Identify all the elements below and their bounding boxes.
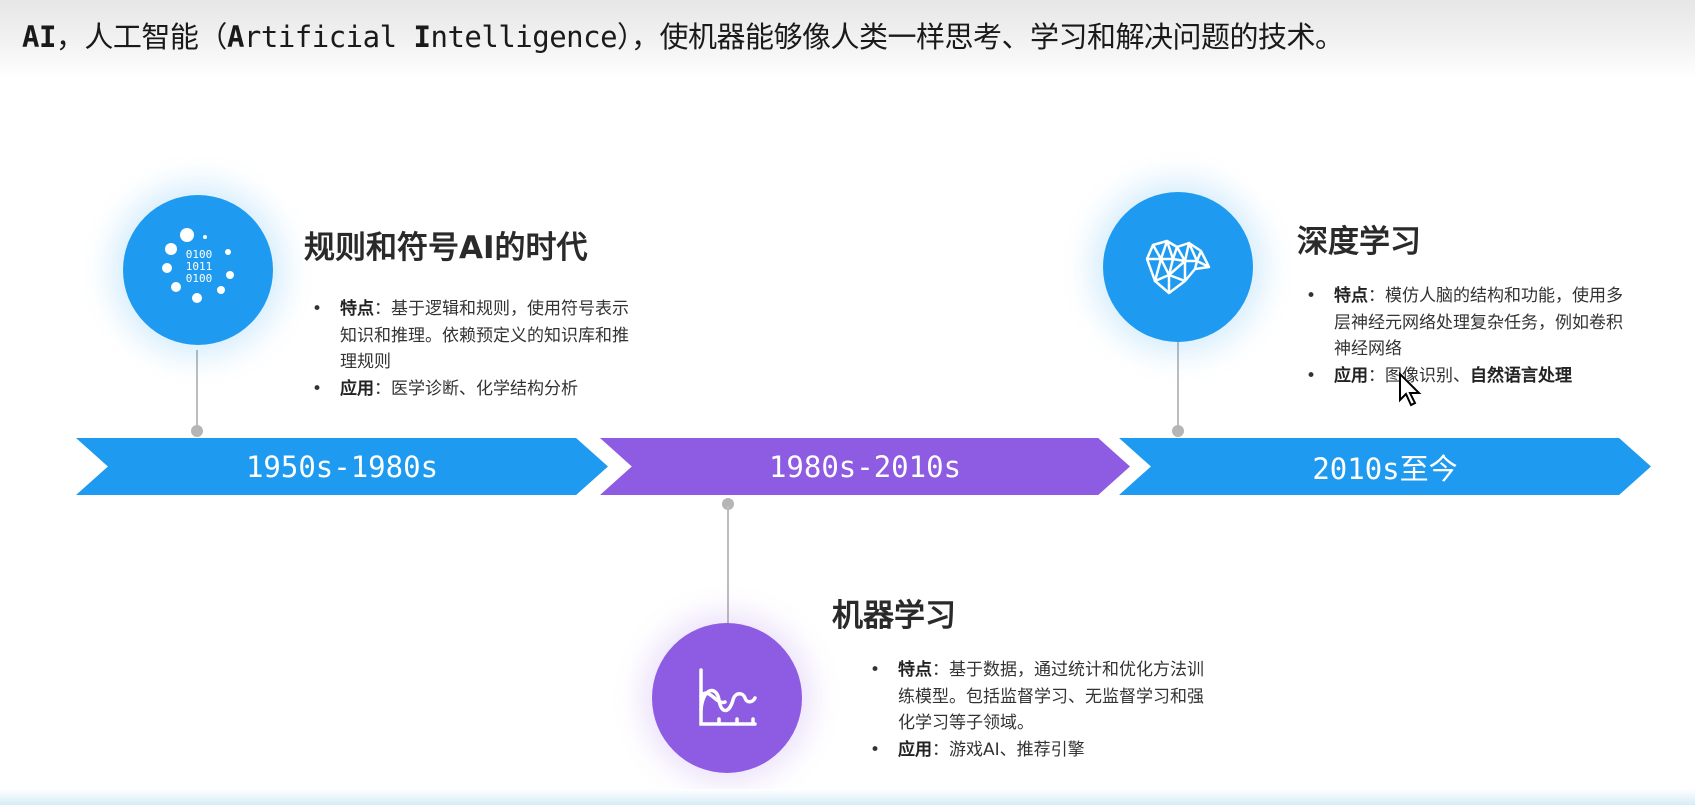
connector-line-1	[196, 350, 198, 430]
era-3-circle	[1103, 192, 1253, 342]
era-2-feature: 特点：基于数据，通过统计和优化方法训练模型。包括监督学习、无监督学习和强化学习等…	[870, 657, 1210, 737]
period-arrow-2: 1980s-2010s	[600, 438, 1130, 495]
brain-network-icon	[1145, 239, 1211, 295]
period-label: 1980s-2010s	[768, 449, 962, 484]
header-definition: AI，人工智能（Artificial Intelligence），使机器能够像人…	[22, 14, 1344, 56]
ai-abbr: AI	[22, 20, 56, 54]
era-3-details: 特点：模仿人脑的结构和功能，使用多层神经元网络处理复杂任务，例如卷积神经网络 应…	[1306, 283, 1626, 389]
era-2-circle	[652, 623, 802, 773]
app-label: 应用	[340, 378, 374, 399]
feature-label: 特点	[340, 299, 374, 319]
era-1-title: 规则和符号AI的时代	[304, 230, 588, 266]
mouse-cursor-icon	[1399, 372, 1422, 407]
app-text: ：图像识别、	[1368, 365, 1470, 386]
period-arrow-3: 2010s至今	[1119, 438, 1651, 495]
period-arrow-1: 1950s-1980s	[76, 438, 608, 495]
connector-line-3	[1177, 340, 1179, 430]
connector-dot-2	[722, 498, 734, 510]
app-label: 应用	[898, 739, 932, 760]
svg-text:0100: 0100	[186, 248, 213, 261]
connector-line-2	[727, 505, 729, 625]
era-1-details: 特点：基于逻辑和规则，使用符号表示知识和推理。依赖预定义的知识库和推理规则 应用…	[312, 296, 632, 402]
connector-dot-3	[1172, 425, 1184, 437]
era-1-circle: 0100 1011 0100	[123, 195, 273, 345]
era-2-application: 应用：游戏AI、推荐引擎	[870, 737, 1210, 764]
app-label: 应用	[1334, 365, 1368, 386]
era-3-application: 应用：图像识别、自然语言处理	[1306, 363, 1626, 390]
feature-text: ：基于数据，通过统计和优化方法训练模型。包括监督学习、无监督学习和强化学习等子领…	[898, 660, 1204, 733]
app-text: ：医学诊断、化学结构分析	[374, 378, 578, 399]
feature-label: 特点	[1334, 286, 1368, 306]
header-suffix: ），使机器能够像人类一样思考、学习和解决问题的技术。	[617, 20, 1344, 54]
letter-a: A	[226, 20, 244, 54]
app-text-bold: 自然语言处理	[1470, 365, 1572, 386]
period-label: 1950s-1980s	[245, 449, 439, 484]
feature-label: 特点	[898, 660, 932, 680]
chart-curve-icon	[699, 668, 757, 726]
word-ntelligence: ntelligence	[430, 20, 618, 54]
bottom-wave-decoration	[0, 789, 1695, 805]
era-1-application: 应用：医学诊断、化学结构分析	[312, 376, 632, 403]
word-rtificial: rtificial	[243, 20, 414, 54]
era-3-title: 深度学习	[1297, 224, 1421, 260]
header-banner: AI，人工智能（Artificial Intelligence），使机器能够像人…	[0, 0, 1695, 80]
binary-data-icon: 0100 1011 0100	[162, 228, 234, 303]
era-2-details: 特点：基于数据，通过统计和优化方法训练模型。包括监督学习、无监督学习和强化学习等…	[870, 657, 1210, 763]
feature-text: ：模仿人脑的结构和功能，使用多层神经元网络处理复杂任务，例如卷积神经网络	[1334, 286, 1623, 359]
feature-text: ：基于逻辑和规则，使用符号表示知识和推理。依赖预定义的知识库和推理规则	[340, 299, 629, 372]
era-1-feature: 特点：基于逻辑和规则，使用符号表示知识和推理。依赖预定义的知识库和推理规则	[312, 296, 632, 376]
era-3-feature: 特点：模仿人脑的结构和功能，使用多层神经元网络处理复杂任务，例如卷积神经网络	[1306, 283, 1626, 363]
header-prefix: ，人工智能（	[55, 20, 228, 54]
svg-text:0100: 0100	[186, 272, 213, 285]
period-label: 2010s至今	[1312, 451, 1458, 486]
connector-dot-1	[191, 425, 203, 437]
app-text: ：游戏AI、推荐引擎	[932, 739, 1085, 760]
letter-i: I	[413, 20, 431, 54]
svg-text:1011: 1011	[186, 260, 213, 273]
era-2-title: 机器学习	[832, 598, 956, 634]
